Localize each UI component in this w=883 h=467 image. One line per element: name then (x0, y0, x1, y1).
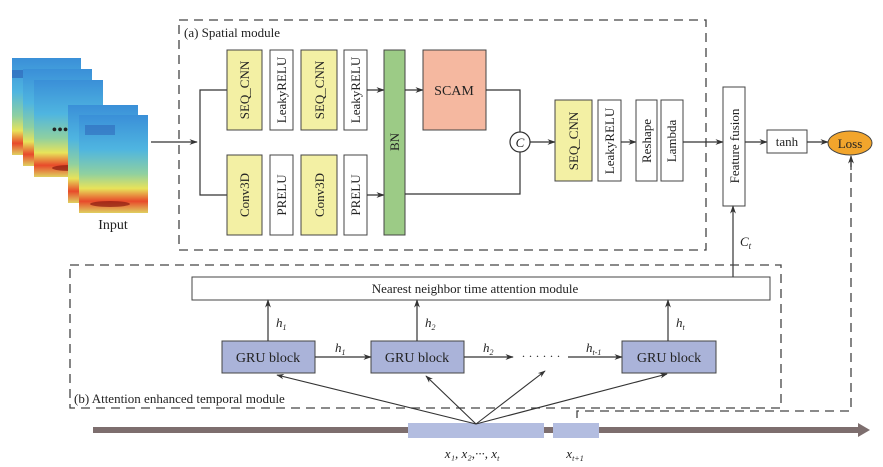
input-to-gru2-arrow (425, 375, 477, 425)
leakyrelu-label: LeakyRELU (602, 107, 617, 174)
seq-cnn-label: SEQ_CNN (566, 111, 581, 170)
ct-label: Ct (740, 234, 752, 251)
conv3d-block (226, 154, 263, 236)
h2-chain-label: h2 (483, 340, 494, 357)
bn-label: BN (387, 132, 402, 151)
temporal-module-title: (b) Attention enhanced temporal module (74, 391, 285, 406)
loss-label: Loss (838, 136, 863, 151)
prelu-label: PRELU (274, 174, 289, 216)
seq-cnn-label: SEQ_CNN (312, 60, 327, 119)
bottom-row: Conv3D PRELU Conv3D PRELU (226, 154, 368, 236)
lambda-label: Lambda (664, 119, 679, 162)
gru-block-label: GRU block (385, 351, 449, 366)
input-image-stack: ••• (12, 58, 148, 213)
scam-to-concat-line (486, 89, 521, 132)
temporal-module-box (69, 264, 782, 409)
h2-up-label: h2 (425, 315, 436, 332)
input-frame (79, 115, 148, 213)
spatial-module-title: (a) Spatial module (184, 25, 280, 40)
conv3d-block (300, 154, 338, 236)
scam-block (422, 49, 487, 131)
reshape-block (635, 99, 658, 182)
ht-up-label: ht (676, 315, 686, 332)
feature-fusion-label: Feature fusion (727, 108, 742, 183)
leakyrelu-block (269, 49, 294, 131)
seq-cnn-label: SEQ_CNN (237, 60, 252, 119)
timeline-arrowhead (858, 423, 870, 437)
seq-cnn-block (300, 49, 338, 131)
branch-line-bottom (199, 142, 227, 196)
conv3d-label: Conv3D (237, 173, 252, 217)
input-to-ellipsis-arrow (475, 370, 546, 425)
leakyrelu-label: LeakyRELU (348, 56, 363, 123)
seq-cnn-block (226, 49, 263, 131)
bn-block (383, 49, 406, 236)
seq-cnn-block (554, 99, 593, 182)
input-to-gru3-arrow (475, 373, 668, 425)
gru-block-label: GRU block (637, 351, 701, 366)
tanh-label: tanh (776, 134, 799, 149)
input-sequence-label: x₁, x₂,···, xt (444, 446, 500, 463)
prelu-block (269, 154, 294, 236)
h1-chain-label: h1 (335, 340, 346, 357)
loss-node (827, 130, 873, 156)
reshape-label: Reshape (639, 119, 654, 163)
leakyrelu-label: LeakyRELU (274, 56, 289, 123)
gru-block (370, 340, 465, 374)
input-sequence-segment (408, 423, 544, 438)
attention-module-block (191, 276, 771, 301)
branch-line-top (199, 89, 227, 142)
scam-label: SCAM (434, 84, 474, 99)
h1-up-label: h1 (276, 315, 287, 332)
loss-feedback-line (576, 158, 852, 418)
concat-label: C (516, 135, 525, 150)
spatial-module-box (178, 19, 707, 251)
input-ellipsis: ••• (52, 122, 69, 139)
lambda-block (660, 99, 684, 182)
conv3d-label: Conv3D (312, 173, 327, 217)
gru-block (221, 340, 316, 374)
chain-ellipsis: · · · · · · (522, 349, 561, 363)
leakyrelu-block (597, 99, 622, 182)
next-step-segment (553, 423, 599, 438)
next-step-label: xt+1 (565, 446, 583, 463)
ht1-chain-label: ht-1 (586, 340, 601, 357)
input-to-gru1-arrow (276, 374, 477, 425)
prelu-label: PRELU (348, 174, 363, 216)
input-label: Input (98, 218, 128, 233)
gru-block-label: GRU block (236, 351, 300, 366)
top-row: SEQ_CNN LeakyRELU SEQ_CNN LeakyRELU (226, 49, 368, 131)
attention-module-label: Nearest neighbor time attention module (372, 281, 579, 296)
bn-to-concat-line (405, 152, 521, 195)
